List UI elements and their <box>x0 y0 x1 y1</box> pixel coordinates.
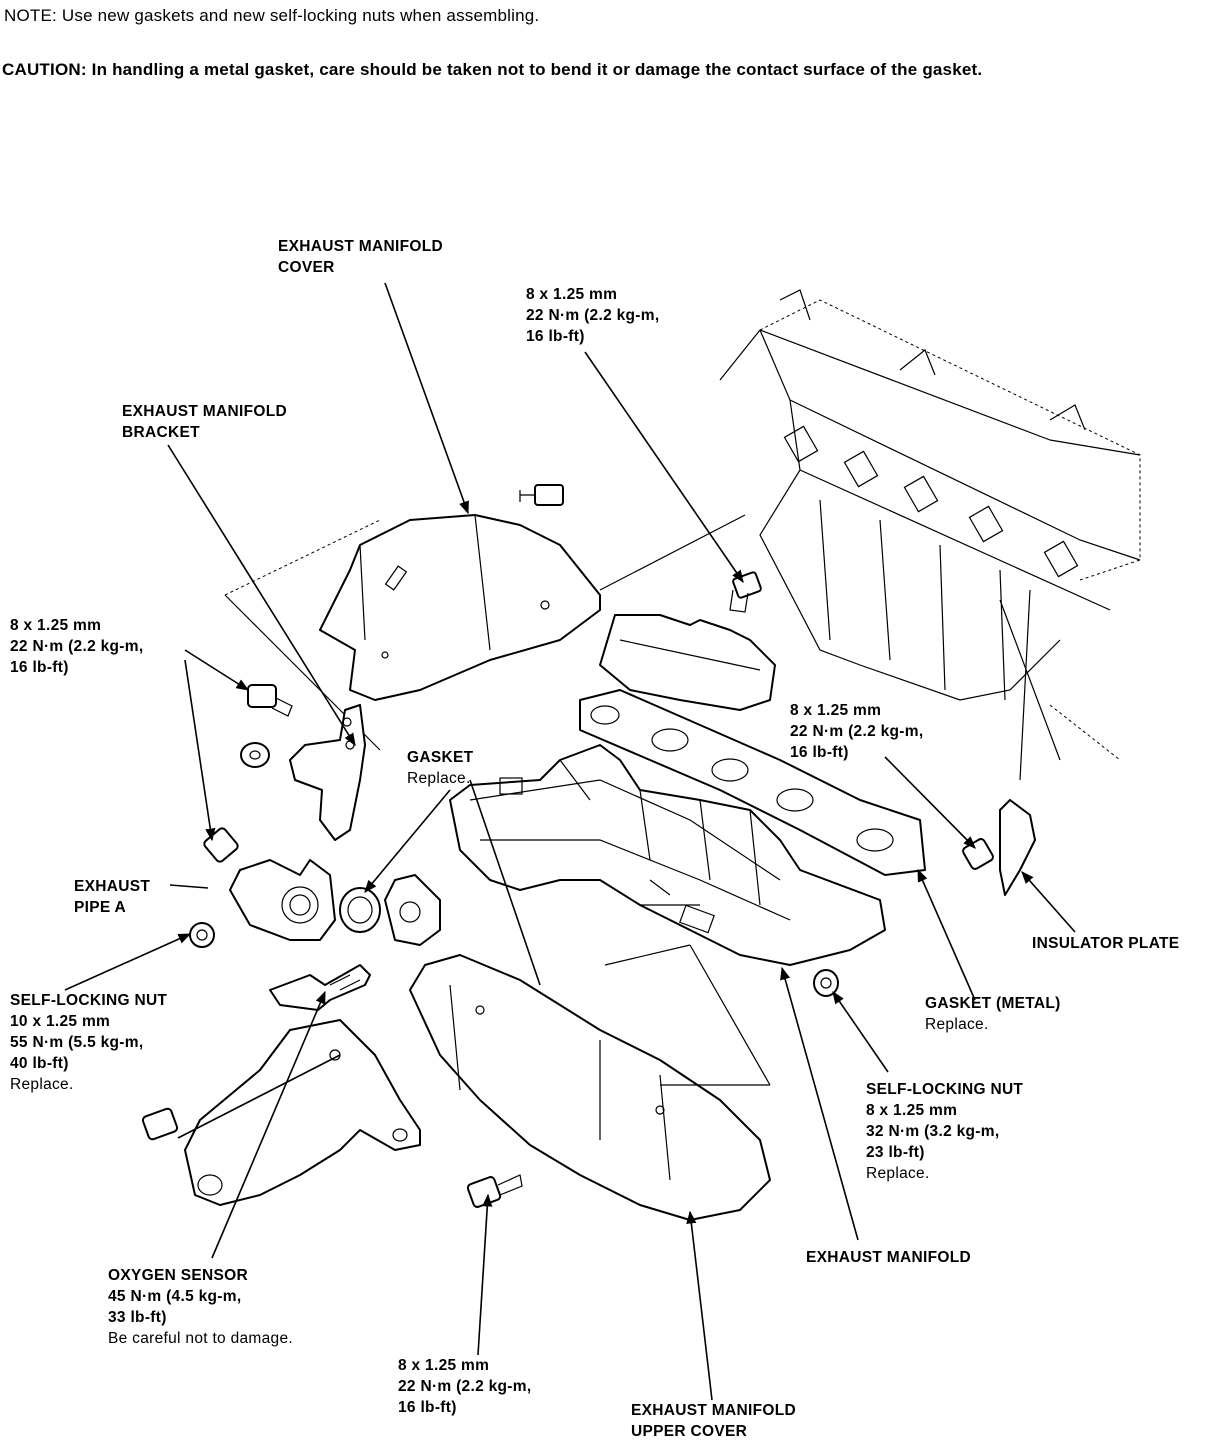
note-text: Use new gaskets and new self-locking nut… <box>61 6 540 25</box>
lower-bracket-part <box>184 1019 421 1206</box>
label-oxygen-sensor: OXYGEN SENSOR 45 N·m (4.5 kg-m, 33 lb-ft… <box>108 1267 294 1347</box>
exhaust-pipe-a-part <box>229 859 336 941</box>
label-exhaust-manifold: EXHAUST MANIFOLD <box>806 1249 971 1266</box>
exhaust-manifold-part <box>449 744 886 966</box>
gasket-part <box>339 887 381 933</box>
note-prefix: NOTE: <box>4 6 57 25</box>
insulator-plate-part <box>999 799 1036 896</box>
washer-left-part <box>240 742 270 768</box>
heat-shield-part <box>599 614 776 711</box>
label-exhaust-manifold-cover: EXHAUST MANIFOLD COVER <box>278 238 443 276</box>
bolt-lower-part <box>466 1174 523 1208</box>
label-exhaust-manifold-bracket: EXHAUST MANIFOLD BRACKET <box>122 403 287 441</box>
bolt-lower-left-part <box>141 1107 179 1141</box>
caution-prefix: CAUTION: <box>2 60 87 79</box>
exhaust-manifold-cover-part <box>319 514 601 701</box>
bolt-cover-part <box>519 484 564 506</box>
label-exhaust-pipe-a: EXHAUST PIPE A <box>74 878 151 916</box>
manifold-outlet-flange-part <box>384 874 441 946</box>
caution-line: CAUTION: In handling a metal gasket, car… <box>2 60 982 80</box>
note-line: NOTE: Use new gaskets and new self-locki… <box>4 6 539 26</box>
bolt-left-part <box>247 684 293 717</box>
exhaust-manifold-upper-cover-part <box>409 954 771 1221</box>
self-locking-nut-left-part <box>189 922 215 948</box>
label-insulator-plate: INSULATOR PLATE <box>1032 935 1180 952</box>
label-gasket-metal: GASKET (METAL) Replace. <box>925 995 1061 1033</box>
caution-text: In handling a metal gasket, care should … <box>91 60 983 79</box>
leader-lines <box>64 282 1076 1401</box>
label-bolt-right: 8 x 1.25 mm 22 N·m (2.2 kg-m, 16 lb-ft) <box>790 702 924 761</box>
label-bolt-bottom: 8 x 1.25 mm 22 N·m (2.2 kg-m, 16 lb-ft) <box>398 1357 532 1416</box>
stud-left-part <box>203 827 239 863</box>
label-gasket: GASKET Replace. <box>407 749 474 787</box>
label-exhaust-manifold-upper-cover: EXHAUST MANIFOLD UPPER COVER <box>631 1402 796 1440</box>
engine-cylinder-head <box>719 289 1141 781</box>
self-locking-nut-right-part <box>813 969 839 997</box>
oxygen-sensor-part <box>269 964 371 1011</box>
bolt-top-part <box>729 571 762 613</box>
label-self-locking-nut-left: SELF-LOCKING NUT 10 x 1.25 mm 55 N·m (5.… <box>10 992 168 1093</box>
label-self-locking-nut-right: SELF-LOCKING NUT 8 x 1.25 mm 32 N·m (3.2… <box>866 1081 1024 1182</box>
exhaust-manifold-bracket-part <box>289 704 366 841</box>
label-bolt-top: 8 x 1.25 mm 22 N·m (2.2 kg-m, 16 lb-ft) <box>526 286 660 345</box>
bolt-right-part <box>962 838 994 870</box>
label-bolt-left: 8 x 1.25 mm 22 N·m (2.2 kg-m, 16 lb-ft) <box>10 617 144 676</box>
